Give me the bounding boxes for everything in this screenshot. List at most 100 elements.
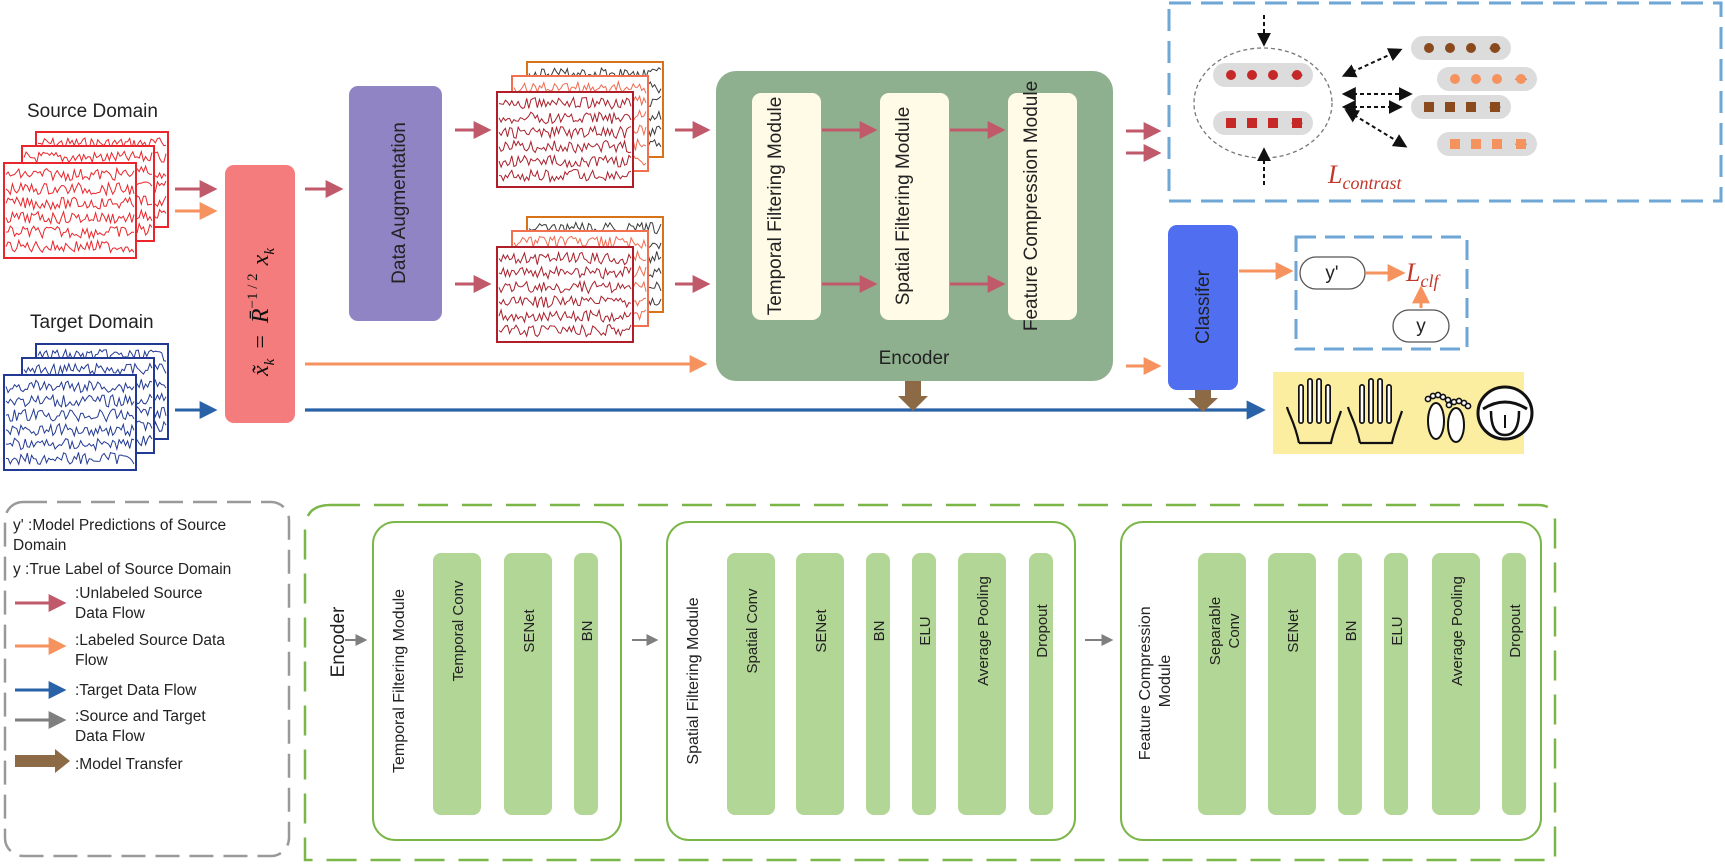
classifier-label: Classifer xyxy=(1193,269,1214,344)
temporal-layers: Temporal Conv SENet BN xyxy=(433,553,598,815)
feature-point xyxy=(1247,118,1257,128)
motor-imagery-icons xyxy=(1285,378,1534,445)
layer-label: Average Pooling xyxy=(1449,576,1466,686)
layer-block xyxy=(1268,553,1316,815)
contrastive-loss-base: L xyxy=(1327,160,1342,189)
layer-label: SENet xyxy=(521,608,538,652)
spatial-module-line1: Spatial Filtering Module xyxy=(893,107,914,306)
legend-unlabeled-line1: :Unlabeled Source xyxy=(75,585,203,602)
layer-label: BN xyxy=(579,621,596,642)
eeg-channel-trace xyxy=(528,221,662,236)
layer-block xyxy=(796,553,844,815)
layer-block xyxy=(1384,553,1408,815)
contrast-arrow xyxy=(1344,109,1408,148)
feature-embedding-pill xyxy=(1411,36,1511,60)
layer-label: BN xyxy=(1343,621,1360,642)
legend-shared-line1: :Source and Target xyxy=(75,708,206,725)
legend-y-pred: y' :Model Predictions of Source Domain xyxy=(13,517,230,554)
feature-point xyxy=(1492,139,1502,149)
eeg-channel-trace xyxy=(23,149,153,165)
compression-detail-title-line1: Feature Compression xyxy=(1137,606,1154,760)
target-domain-label: Target Domain xyxy=(30,312,154,333)
legend-labeled-line1: :Labeled Source Data xyxy=(75,632,225,649)
layer-block xyxy=(958,553,1006,815)
data-augmentation-box xyxy=(349,86,442,321)
legend-box xyxy=(3,500,291,858)
feature-point xyxy=(1516,74,1526,84)
eeg-channel-trace xyxy=(37,348,167,364)
eeg-channel-trace xyxy=(5,195,135,212)
layer-block xyxy=(727,553,775,815)
formula-matrix: R̄ xyxy=(248,308,274,324)
layer-label: SENet xyxy=(813,608,830,652)
layer-label: ELU xyxy=(917,616,934,645)
contrastive-loss-sub: contrast xyxy=(1342,173,1402,193)
prediction-label: y' xyxy=(1325,263,1338,284)
encoder-detail-label: Encoder xyxy=(328,606,349,677)
eeg-channel-trace xyxy=(5,393,135,408)
layer-block xyxy=(433,553,481,815)
true-label-pill xyxy=(1392,309,1450,343)
eeg-channel-trace xyxy=(5,181,135,197)
feature-point xyxy=(1292,118,1302,128)
feet-icon xyxy=(1424,391,1472,443)
feature-point xyxy=(1268,70,1278,80)
feature-point xyxy=(1226,70,1236,80)
spatial-detail-box xyxy=(666,521,1076,841)
compression-detail-box xyxy=(1120,521,1542,841)
contrastive-loss-label: Lcontrast xyxy=(1327,160,1402,193)
eeg-channel-trace xyxy=(498,124,632,141)
eeg-channel-trace xyxy=(498,153,632,169)
encoder-detail-box xyxy=(303,503,1557,862)
temporal-detail-title: Temporal Filtering Module xyxy=(391,589,408,773)
temporal-detail-box xyxy=(372,521,622,841)
layer-block xyxy=(1432,553,1480,815)
feature-point xyxy=(1226,118,1236,128)
formula-equals: = xyxy=(248,335,274,349)
classification-loss-label: Lclf xyxy=(1405,258,1441,291)
eeg-channel-trace xyxy=(5,437,135,452)
alignment-box xyxy=(225,165,295,423)
eeg-channel-trace xyxy=(5,451,135,466)
classification-loss-box xyxy=(1294,235,1469,351)
spatial-detail-title: Spatial Filtering Module xyxy=(685,597,702,764)
layer-block xyxy=(1198,553,1246,815)
layer-label: Dropout xyxy=(1507,603,1524,657)
layer-label: ELU xyxy=(1389,616,1406,645)
feature-embedding-pill xyxy=(1437,67,1537,91)
eeg-channel-trace xyxy=(513,235,647,251)
feature-embeddings: ·················· xyxy=(1213,36,1537,156)
feature-point xyxy=(1247,70,1257,80)
feature-point xyxy=(1466,43,1476,53)
source-domain-label: Source Domain xyxy=(27,101,158,122)
contrastive-loss-box xyxy=(1167,1,1723,203)
feature-point xyxy=(1471,139,1481,149)
eeg-channel-trace xyxy=(498,279,632,295)
tongue-icon xyxy=(1476,385,1534,441)
eeg-channel-trace xyxy=(498,168,632,184)
eeg-channel-trace xyxy=(37,136,167,152)
formula-lhs-sub: k xyxy=(262,358,278,365)
legend-model-transfer-arrow xyxy=(15,749,70,773)
feature-compression-module-box xyxy=(1008,93,1077,320)
legend-unlabeled-line2: Data Flow xyxy=(75,605,146,622)
formula-power: −1 / 2 xyxy=(245,273,261,308)
legend-labeled-line2: Flow xyxy=(75,652,109,669)
layer-label: Temporal Conv xyxy=(450,580,467,681)
legend-y-true: y :True Label of Source Domain xyxy=(13,561,231,578)
layer-block xyxy=(504,553,552,815)
legend-target-text: :Target Data Flow xyxy=(75,682,197,699)
eeg-channel-trace xyxy=(498,250,632,266)
eeg-panel xyxy=(496,246,634,343)
layer-block xyxy=(1338,553,1362,815)
formula-lhs: x̃ xyxy=(248,364,274,377)
eeg-panel xyxy=(3,374,137,471)
layer-label: BN xyxy=(871,621,888,642)
classification-loss-base: L xyxy=(1405,258,1420,287)
eeg-channel-trace xyxy=(498,111,632,125)
